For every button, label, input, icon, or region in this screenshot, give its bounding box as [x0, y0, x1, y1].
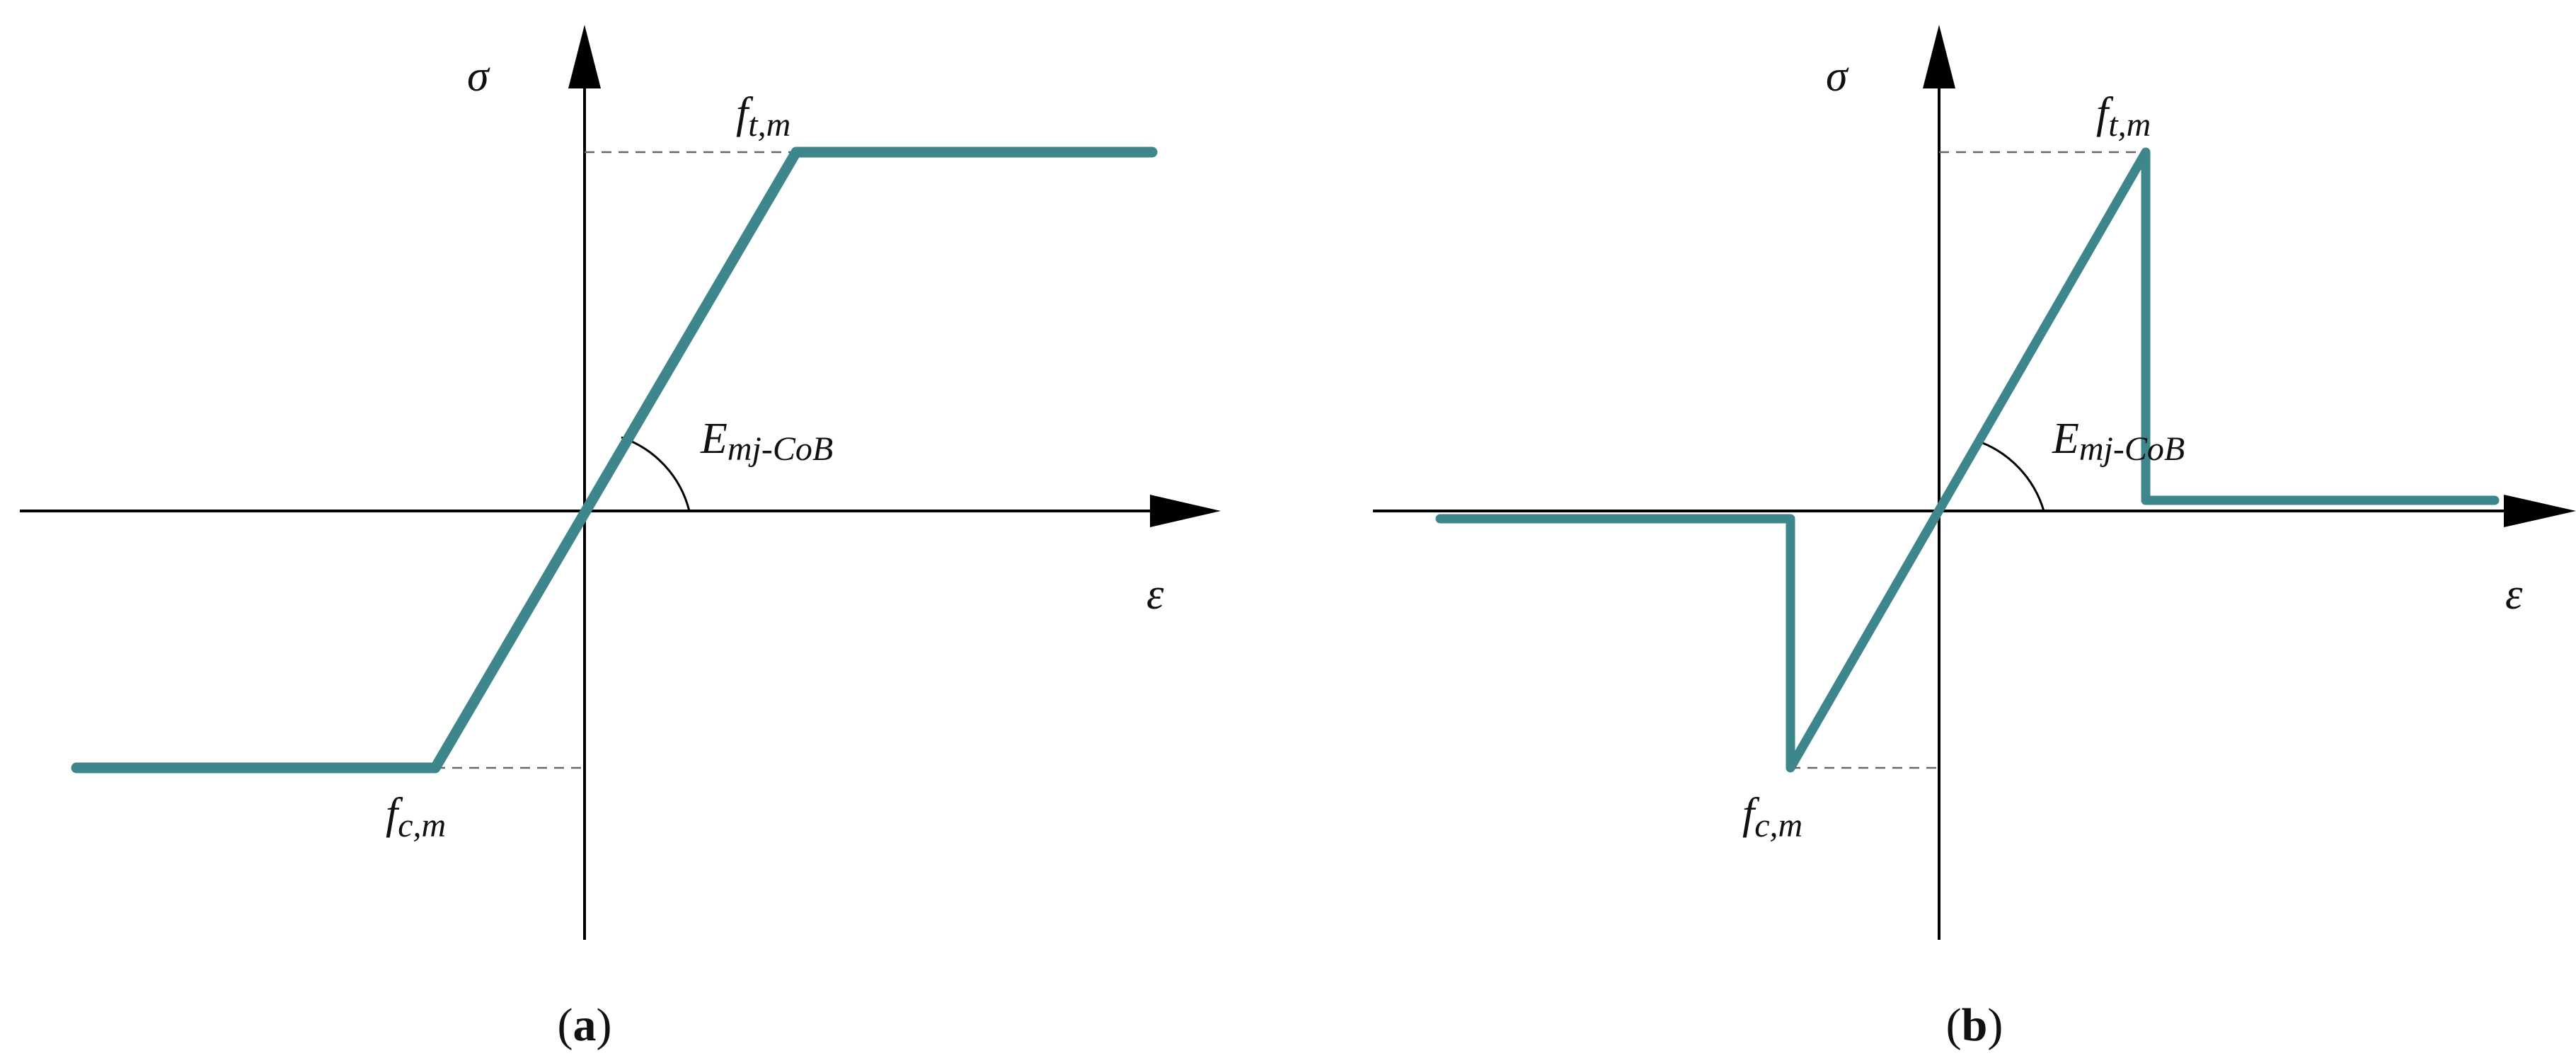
panel-a-strain-label: ε [1146, 570, 1164, 619]
panel-a: σ ε ft,m fc,m Emj-CoB (a) [20, 25, 1221, 1051]
panel-a-stress-arrowhead [568, 25, 601, 88]
panel-b-modulus-label: Emj-CoB [2052, 415, 2185, 468]
panel-b-constitutive-curve [1435, 147, 2500, 773]
panel-a-caption: (a) [558, 999, 612, 1051]
panel-a-stress-label: σ [467, 52, 490, 100]
panel-b: σ ε ft,m fc,m Emj-CoB (b) [1373, 25, 2576, 1051]
panel-a-modulus-arc [621, 436, 691, 512]
panel-a-constitutive-curve [71, 146, 1158, 774]
panel-b-stress-arrowhead [1923, 25, 1955, 88]
panel-b-tensile-strength-label: ft,m [2096, 89, 2151, 144]
panel-a-tensile-strength-label: ft,m [736, 89, 790, 144]
panel-b-caption: (b) [1946, 999, 2003, 1051]
panel-b-modulus-arc [1977, 439, 2045, 512]
panel-a-strain-arrowhead [1150, 495, 1221, 527]
panel-b-compressive-strength-label: fc,m [1742, 790, 1802, 844]
panel-a-compressive-strength-label: fc,m [386, 790, 446, 844]
panel-b-stress-label: σ [1826, 52, 1849, 100]
panel-b-strain-arrowhead [2504, 495, 2576, 527]
panel-a-modulus-label: Emj-CoB [700, 415, 833, 468]
panel-b-strain-label: ε [2505, 570, 2523, 619]
